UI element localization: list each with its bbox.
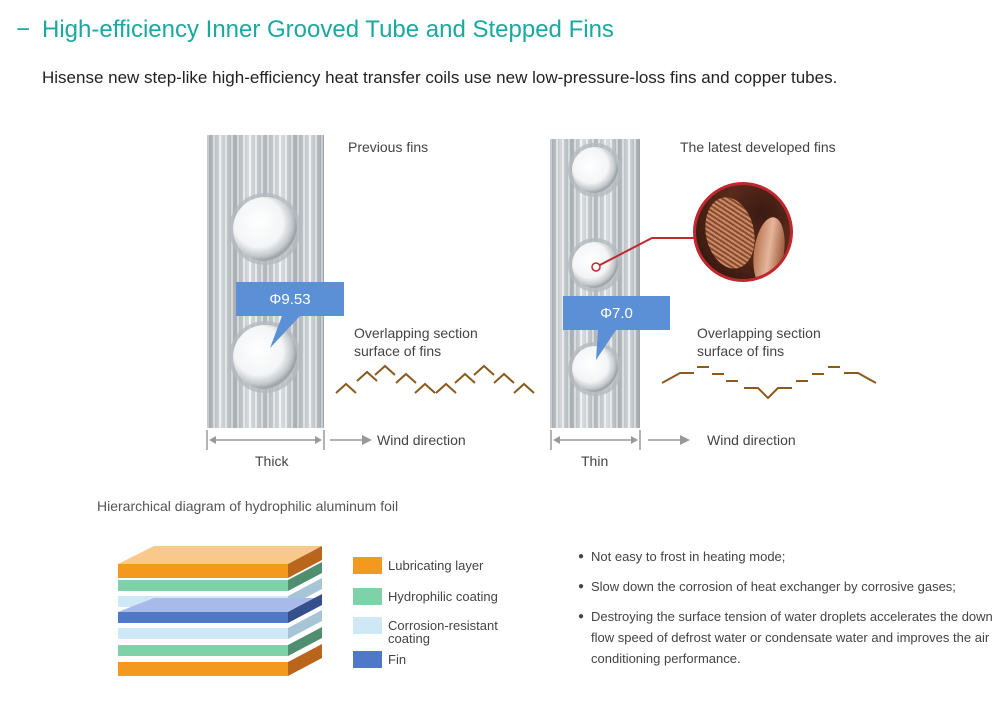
thick-label: Thick	[255, 453, 289, 469]
tube-hole	[572, 346, 618, 392]
latest-section-label: Overlapping section surface of fins	[697, 325, 821, 359]
legend-lubricating: Lubricating layer	[353, 557, 483, 574]
zoom-pointer-dot	[591, 262, 601, 272]
previous-wind-label: Wind direction	[377, 432, 466, 448]
tube-hole	[233, 197, 297, 261]
callout-pointer	[596, 330, 616, 360]
latest-fins-label: The latest developed fins	[680, 139, 836, 155]
legend-corrosion-resistant: Corrosion-resistant coating	[353, 617, 518, 645]
legend-fin: Fin	[353, 651, 406, 668]
foil-layer-stack	[118, 546, 322, 676]
list-item: ● Slow down the corrosion of heat exchan…	[578, 576, 998, 597]
bullet-icon: ●	[578, 551, 585, 562]
previous-section-label: Overlapping section surface of fins	[354, 325, 478, 359]
latest-wind-label: Wind direction	[707, 432, 796, 448]
wind-arrow-previous	[330, 435, 372, 445]
thin-dimension	[550, 430, 641, 450]
tube-hole	[233, 325, 297, 389]
foil-diagram-title: Hierarchical diagram of hydrophilic alum…	[97, 498, 399, 514]
callout-pointer	[270, 316, 300, 348]
tube-hole	[572, 147, 618, 193]
legend-swatch	[353, 588, 382, 605]
thin-label: Thin	[581, 453, 609, 469]
previous-fin-zigzag	[335, 364, 535, 394]
bullet-icon: ●	[578, 611, 585, 622]
thick-dimension	[206, 430, 325, 450]
list-item: ● Not easy to frost in heating mode;	[578, 546, 998, 567]
zoom-pointer-line	[595, 237, 695, 268]
page-title: High-efficiency Inner Grooved Tube and S…	[42, 16, 614, 43]
wind-arrow-latest	[648, 435, 690, 445]
section-heading: − High-efficiency Inner Grooved Tube and…	[16, 16, 614, 44]
latest-fin-stepped	[661, 366, 877, 400]
previous-diameter-callout: Φ9.53	[236, 282, 344, 316]
previous-fins-label: Previous fins	[348, 139, 429, 155]
heading-dash: −	[16, 16, 31, 43]
previous-fin-photo	[207, 135, 324, 428]
copper-tube-zoom	[693, 182, 793, 282]
benefits-list: ● Not easy to frost in heating mode; ● S…	[578, 546, 998, 678]
legend-hydrophilic: Hydrophilic coating	[353, 588, 498, 605]
legend-swatch	[353, 651, 382, 668]
intro-text: Hisense new step-like high-efficiency he…	[42, 68, 838, 87]
legend-swatch	[353, 617, 382, 634]
legend-swatch	[353, 557, 382, 574]
bullet-icon: ●	[578, 581, 585, 592]
list-item: ● Destroying the surface tension of wate…	[578, 606, 998, 669]
latest-diameter-callout: Φ7.0	[563, 296, 670, 330]
latest-fin-photo	[550, 139, 640, 428]
